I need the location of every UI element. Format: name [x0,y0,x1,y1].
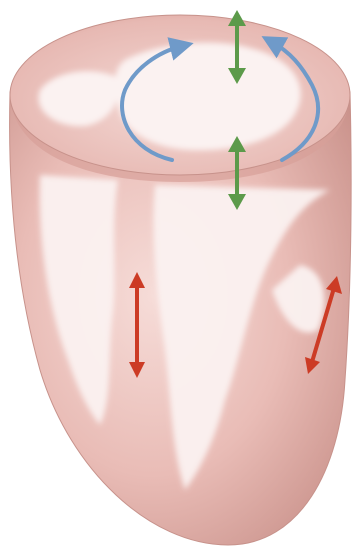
heart-diagram [0,0,358,553]
heart-svg [0,0,358,553]
